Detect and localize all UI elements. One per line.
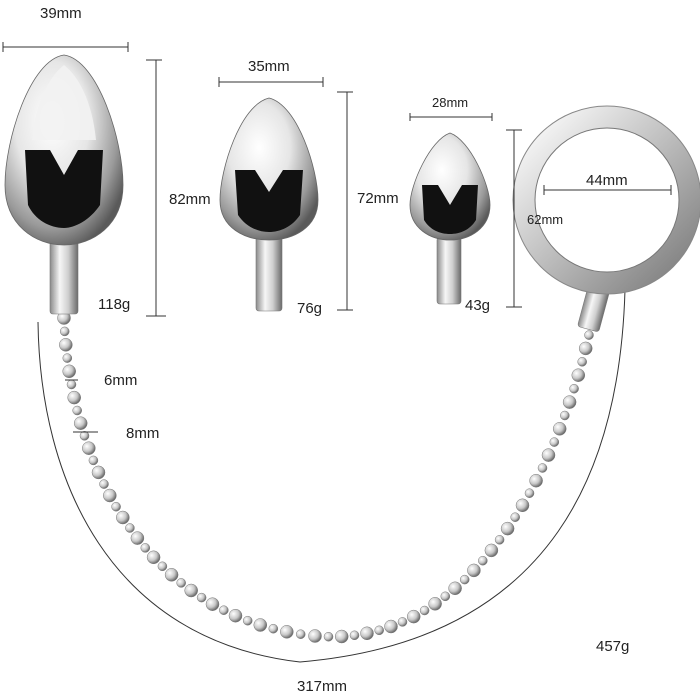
plug-medium-weight-label: 76g [297,300,323,317]
bead [280,625,294,639]
length-guide-left [37,321,301,663]
bead [67,390,81,405]
bead [73,416,88,430]
bead [323,631,334,642]
bead [478,555,488,566]
bead [103,488,117,503]
bead [562,395,577,409]
bead [569,383,579,394]
bead [448,581,462,596]
bead [111,501,121,512]
bead [419,605,430,616]
plug-large [4,54,124,315]
bead [140,543,151,553]
bead [125,523,135,533]
bead [72,405,82,416]
bead [484,543,499,558]
bead [510,512,520,522]
bead [268,623,279,634]
bead [99,479,109,489]
small-bead-label: 6mm [104,372,138,389]
bead [584,330,594,340]
bead [88,455,99,466]
bead [66,379,77,390]
bead [228,608,243,623]
bead [552,422,567,436]
bead [295,629,306,639]
length-guide-right [299,289,626,663]
bead [62,364,76,379]
bead [578,341,593,356]
bead [384,619,398,634]
plug-medium-height-label: 72mm [357,190,399,207]
chain-length-label: 317mm [297,678,348,695]
bead [205,597,220,611]
bead [184,583,198,598]
bead [242,615,253,626]
plug-large-weight-label: 118g [98,296,131,313]
bead [82,441,96,455]
bead [334,629,349,644]
plug-large-width-label: 39mm [40,5,82,22]
bead [549,437,560,447]
bead [62,353,73,363]
bead [360,626,374,641]
bead [116,510,130,525]
bead [515,498,530,513]
ring-diameter-label: 44mm [586,172,628,189]
bead [59,338,73,352]
plug-small-width-label: 28mm [432,95,469,110]
bead [428,597,442,611]
bead [397,617,408,627]
bead [529,473,543,488]
bead [253,618,268,632]
bead [219,605,229,615]
plug-medium [219,97,319,312]
plug-medium-width-label: 35mm [248,58,290,75]
large-bead-label: 8mm [126,425,160,442]
bead [79,431,90,441]
bead [524,488,535,498]
bead [541,448,556,462]
bead [164,568,179,582]
bead [459,574,470,585]
bead [537,463,548,473]
cock-ring [512,105,700,332]
bead [571,368,586,382]
dimension-lines [2,42,672,433]
plug-small [409,132,491,305]
bead [146,550,161,565]
bead [157,561,168,572]
bead [577,357,587,367]
bead-chain [57,311,599,644]
bead [130,531,145,545]
ring-height-label: 62mm [527,212,564,227]
plug-large-height-label: 82mm [169,191,211,208]
bead [494,535,505,545]
bead [374,625,384,636]
bead [196,592,207,603]
bead [308,629,322,643]
bead [59,326,70,337]
plug-small-weight-label: 43g [465,297,491,314]
bead [349,630,360,641]
bead [440,591,451,602]
total-weight-label: 457g [596,638,630,655]
bead [176,578,186,588]
bead [91,465,106,480]
bead [406,609,421,624]
bead [467,563,481,578]
bead [500,521,515,536]
bead [560,410,570,421]
